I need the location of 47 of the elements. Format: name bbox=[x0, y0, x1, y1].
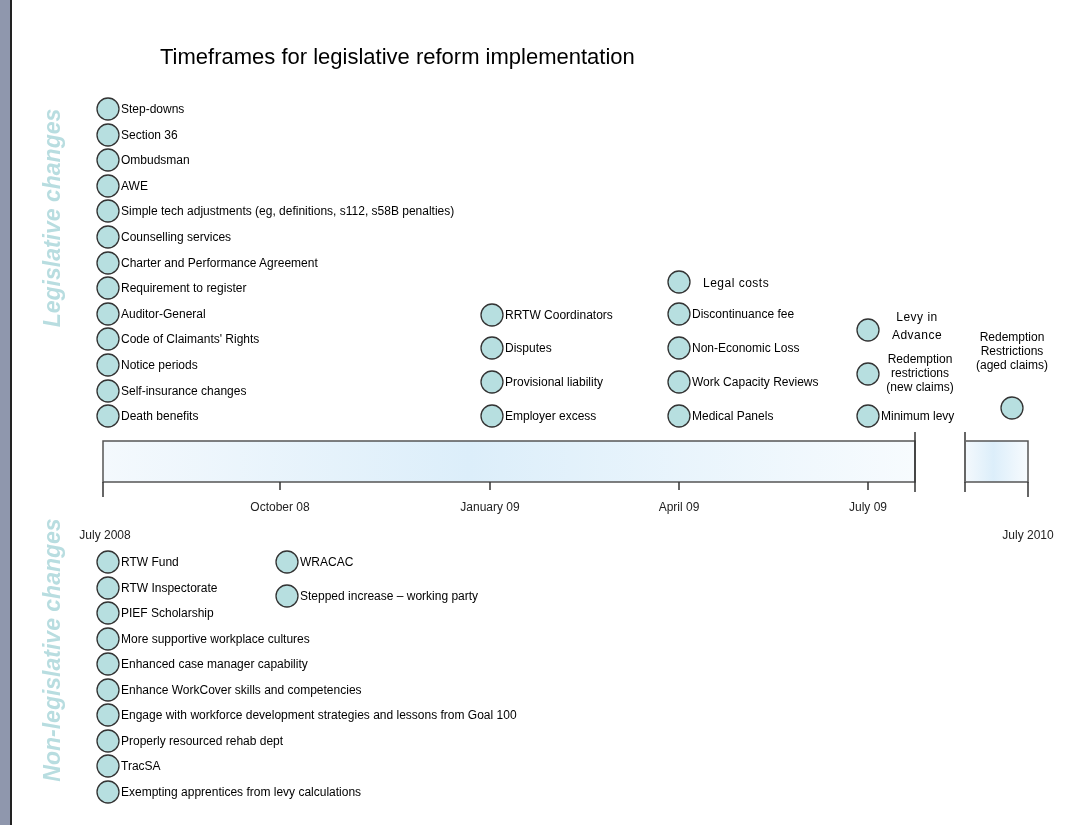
timeline-date: July 09 bbox=[849, 500, 887, 514]
diagram-title: Timeframes for legislative reform implementation bbox=[160, 44, 635, 70]
item-label: Auditor-General bbox=[121, 306, 206, 321]
item-label: Engage with workforce development strategies and lessons from Goal 100 bbox=[121, 708, 517, 722]
item-label: Section 36 bbox=[121, 127, 178, 142]
item-label: RTW Inspectorate bbox=[121, 580, 218, 595]
item-label: Provisional liability bbox=[505, 375, 604, 389]
timeline-date: July 2010 bbox=[1002, 528, 1054, 542]
timeline-date: April 09 bbox=[658, 500, 700, 514]
item-label: Disputes bbox=[505, 341, 552, 355]
item-label: Self-insurance changes bbox=[121, 383, 247, 398]
item-label: Exempting apprentices from levy calculations bbox=[121, 784, 362, 799]
item-label: Redemption restrictions (new claims) bbox=[885, 352, 955, 394]
item-label: PIEF Scholarship bbox=[121, 606, 214, 620]
timeline-date: October 08 bbox=[250, 500, 310, 514]
item-label: Counselling services bbox=[121, 230, 232, 244]
item-label: Ombudsman bbox=[121, 153, 190, 168]
item-label: Requirement to register bbox=[121, 281, 247, 296]
item-label: Enhance WorkCover skills and competencies bbox=[121, 682, 362, 697]
item-label: AWE bbox=[121, 178, 148, 193]
item-label: Discontinuance fee bbox=[692, 307, 795, 321]
item-label: Enhanced case manager capability bbox=[121, 657, 308, 671]
item-label: Legal costs bbox=[703, 276, 770, 290]
timeline-date: July 2008 bbox=[79, 528, 131, 542]
item-label: Death benefits bbox=[121, 409, 199, 424]
item-label: Charter and Performance Agreement bbox=[121, 255, 318, 270]
item-label: More supportive workplace cultures bbox=[121, 631, 310, 646]
item-label: Simple tech adjustments (eg, definitions, s112, s58B penalties) bbox=[121, 204, 455, 219]
section-heading: Legislative changes bbox=[38, 108, 66, 328]
item-label: Employer excess bbox=[505, 409, 597, 423]
item-label: TracSA bbox=[121, 759, 161, 773]
item-label: Work Capacity Reviews bbox=[692, 375, 819, 389]
item-label: Levy in Advance bbox=[890, 309, 944, 344]
timeline-date: January 09 bbox=[460, 500, 520, 514]
item-label: Step-downs bbox=[121, 102, 185, 116]
item-label: Properly resourced rehab dept bbox=[121, 733, 284, 748]
item-label: RTW Fund bbox=[121, 555, 179, 569]
item-label: Minimum levy bbox=[881, 409, 955, 423]
item-label: Medical Panels bbox=[692, 409, 774, 423]
item-label: Non-Economic Loss bbox=[692, 341, 800, 355]
item-label: Redemption Restrictions (aged claims) bbox=[975, 330, 1049, 372]
item-label: WRACAC bbox=[300, 555, 354, 569]
item-label: Code of Claimants' Rights bbox=[121, 332, 260, 347]
item-label: Notice periods bbox=[121, 358, 198, 372]
section-heading: Non-legislative changes bbox=[38, 518, 66, 782]
item-label: RRTW Coordinators bbox=[505, 308, 613, 322]
item-label: Stepped increase – working party bbox=[300, 589, 479, 603]
